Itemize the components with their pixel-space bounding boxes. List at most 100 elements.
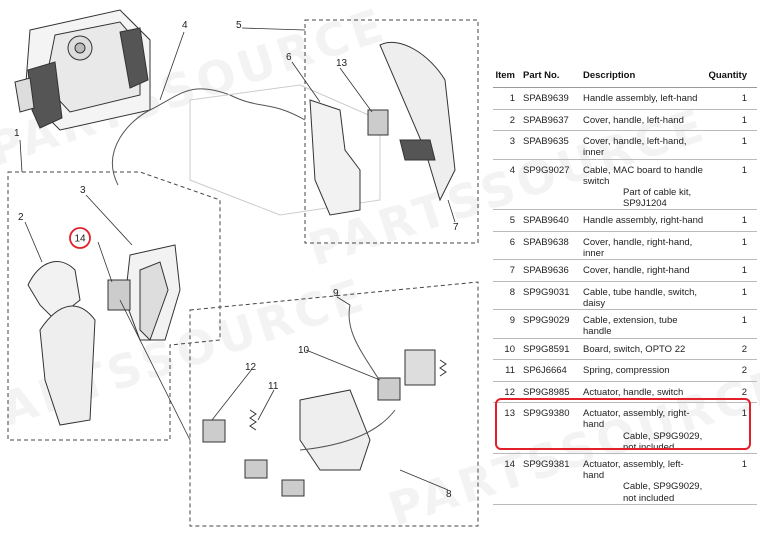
cell-part-no: SP9G9031 bbox=[521, 281, 581, 311]
cell-item: 8 bbox=[493, 281, 521, 311]
cell-quantity: 1 bbox=[706, 87, 757, 110]
cell-description: Cable, tube handle, switch, daisy bbox=[581, 281, 707, 311]
cell-part-no: SP9G9380 bbox=[521, 402, 581, 454]
cell-part-no: SPAB9640 bbox=[521, 209, 581, 232]
cell-part-no-text: SP9G9029 bbox=[523, 315, 570, 327]
cell-quantity-text: 1 bbox=[741, 315, 747, 327]
cell-description: Spring, compression bbox=[581, 359, 707, 382]
cell-item: 7 bbox=[493, 259, 521, 282]
cell-item: 11 bbox=[493, 359, 521, 382]
cell-description-text: Cover, handle, left-hand bbox=[583, 114, 684, 126]
cell-description-text: Cover, handle, right-hand bbox=[583, 265, 690, 277]
cell-quantity-text: 2 bbox=[741, 343, 747, 355]
callout-14: 14 bbox=[74, 234, 86, 245]
cell-description: Cover, handle, left-hand bbox=[581, 109, 707, 132]
cell-part-no-text: SP9G8985 bbox=[523, 386, 570, 398]
cell-part-no: SP9G9029 bbox=[521, 309, 581, 339]
col-header-part-no: Part No. bbox=[521, 66, 581, 89]
callout-6: 6 bbox=[286, 52, 292, 63]
cell-description-note: Part of cable kit, SP9J1204 bbox=[623, 187, 692, 210]
callout-5: 5 bbox=[236, 20, 242, 31]
cell-description-text: Cable, tube handle, switch, daisy bbox=[583, 286, 698, 310]
cell-quantity: 1 bbox=[706, 209, 757, 232]
cell-item-text: 9 bbox=[509, 315, 515, 327]
cell-description: Cover, handle, right-hand bbox=[581, 259, 707, 282]
cell-part-no-text: SP9G9381 bbox=[523, 458, 570, 470]
cell-part-no: SPAB9636 bbox=[521, 259, 581, 282]
cell-item: 12 bbox=[493, 381, 521, 404]
cell-part-no-text: SP9G9380 bbox=[523, 408, 570, 420]
cell-item-text: 12 bbox=[504, 386, 515, 398]
right-handle-parts bbox=[309, 41, 456, 216]
cell-item: 9 bbox=[493, 309, 521, 339]
cell-part-no-text: SPAB9637 bbox=[523, 114, 569, 126]
cell-item: 14 bbox=[493, 453, 521, 505]
table-row: 8 SP9G9031 Cable, tube handle, switch, dai… bbox=[493, 281, 757, 311]
cell-item: 5 bbox=[493, 209, 521, 232]
table-row: 2 SPAB9637 Cover, handle, left-hand 1 bbox=[493, 109, 757, 132]
cell-part-no-text: SPAB9640 bbox=[523, 215, 569, 227]
cell-item: 2 bbox=[493, 109, 521, 132]
cell-quantity: 2 bbox=[706, 338, 757, 361]
cell-description-text: Cable, extension, tube handle bbox=[583, 315, 678, 338]
callout-3: 3 bbox=[80, 185, 86, 196]
cell-part-no: SP9G9027 bbox=[521, 159, 581, 211]
cell-item-text: 2 bbox=[509, 114, 515, 126]
cell-part-no: SP9G8591 bbox=[521, 338, 581, 361]
cell-quantity-text: 1 bbox=[741, 265, 747, 277]
cell-quantity: 1 bbox=[706, 453, 757, 505]
cable-4 bbox=[112, 88, 306, 186]
cell-description: Actuator, handle, switch bbox=[581, 381, 707, 404]
cell-part-no-text: SPAB9638 bbox=[523, 236, 569, 248]
cell-description: Handle assembly, left-hand bbox=[581, 87, 707, 110]
cell-description-text: Cover, handle, right-hand, inner bbox=[583, 236, 693, 260]
cell-item-text: 4 bbox=[509, 164, 515, 176]
cell-quantity-text: 1 bbox=[741, 458, 747, 470]
cell-item-text: 8 bbox=[509, 286, 515, 298]
cell-part-no-text: SP9G9031 bbox=[523, 286, 570, 298]
cell-description-text: Handle assembly, right-hand bbox=[583, 215, 704, 227]
table-row: 13 SP9G9380 Actuator, assembly, right-hand… bbox=[493, 402, 757, 454]
cell-part-no-text: SP6J6664 bbox=[523, 365, 567, 377]
cell-description: Cover, handle, left-hand, inner bbox=[581, 130, 707, 160]
cell-quantity-text: 1 bbox=[741, 136, 747, 148]
cell-item-text: 7 bbox=[509, 265, 515, 277]
cell-part-no: SP9G9381 bbox=[521, 453, 581, 505]
left-handle-parts bbox=[27, 244, 181, 426]
cell-item: 6 bbox=[493, 231, 521, 261]
cell-description: Board, switch, OPTO 22 bbox=[581, 338, 707, 361]
cell-description-text: Cover, handle, left-hand, inner bbox=[583, 136, 687, 159]
cell-part-no: SPAB9635 bbox=[521, 130, 581, 160]
cell-quantity-text: 1 bbox=[741, 408, 747, 420]
cell-quantity: 2 bbox=[706, 359, 757, 382]
cell-item-text: 11 bbox=[505, 365, 515, 377]
cabinet-outline bbox=[189, 84, 381, 216]
cell-part-no: SP9G8985 bbox=[521, 381, 581, 404]
group-5-box bbox=[304, 19, 479, 244]
cell-item-text: 1 bbox=[509, 93, 515, 105]
cell-description-text: Actuator, assembly, left-hand bbox=[583, 458, 684, 482]
cell-quantity-text: 1 bbox=[741, 286, 747, 298]
table-row: 9 SP9G9029 Cable, extension, tube handle 1 bbox=[493, 309, 757, 339]
cell-item-text: 14 bbox=[504, 458, 515, 470]
callout-8: 8 bbox=[446, 489, 452, 500]
cell-description-text: Board, switch, OPTO 22 bbox=[583, 343, 686, 355]
cell-quantity: 1 bbox=[706, 130, 757, 160]
col-header-quantity: Quantity bbox=[706, 66, 757, 89]
col-header-description: Description bbox=[581, 66, 707, 89]
callout-2: 2 bbox=[18, 212, 24, 223]
callout-10: 10 bbox=[298, 345, 310, 356]
cell-quantity-text: 1 bbox=[741, 114, 747, 126]
cell-item-text: 13 bbox=[504, 408, 515, 420]
cell-quantity: 1 bbox=[706, 159, 757, 211]
cell-item: 10 bbox=[493, 338, 521, 361]
cell-description-text: Cable, MAC board to handle switch bbox=[583, 164, 703, 187]
cell-part-no-text: SP9G8591 bbox=[523, 343, 570, 355]
